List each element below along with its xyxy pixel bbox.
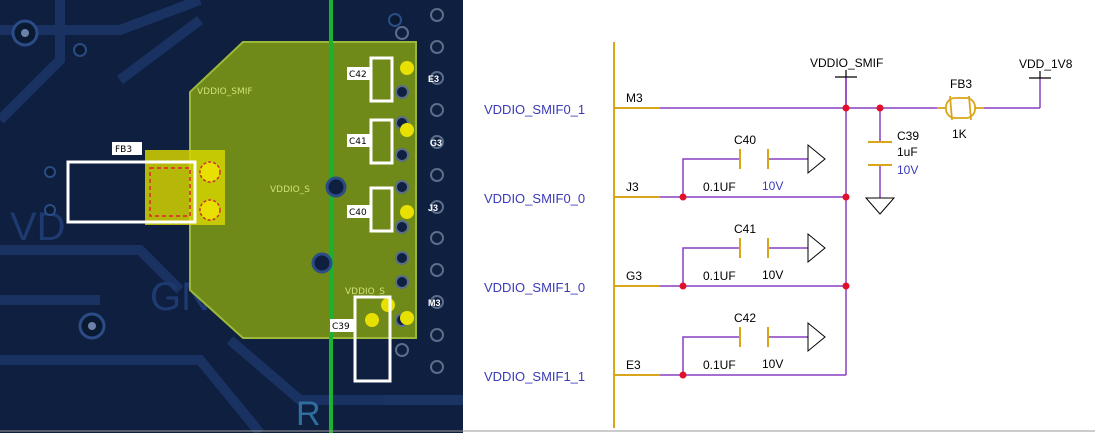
pin-label-g3: G3 <box>626 269 642 283</box>
c39-ref: C39 <box>897 129 919 143</box>
pcb-net-label-2: VDDIO_S <box>270 185 310 195</box>
pcb-ref-c41: C41 <box>349 137 367 147</box>
net-label-smif0-1: VDDIO_SMIF0_1 <box>484 102 585 117</box>
c39-highlight-box <box>353 295 392 383</box>
c40-voltage: 10V <box>762 179 783 193</box>
ferrite-bead-fb3 <box>937 95 984 121</box>
ground-symbols <box>807 143 896 353</box>
power-tees <box>835 70 1051 79</box>
cap-c41-symbol <box>739 238 769 258</box>
c41-value: 0.1UF <box>703 269 736 283</box>
pcb-pin-j3: J3 <box>428 203 438 213</box>
junctions <box>679 104 884 379</box>
fb3-value: 1K <box>952 127 967 141</box>
pcb-pin-g3: G3 <box>430 138 442 148</box>
pcb-vias <box>11 13 402 340</box>
c40-ref: C40 <box>734 133 756 147</box>
fb3-highlight-box <box>66 160 197 224</box>
pin-label-m3: M3 <box>626 91 643 105</box>
pcb-net-label-1: VDDIO_SMIF <box>197 87 253 97</box>
pin-labels: M3 J3 G3 E3 <box>626 91 643 372</box>
rail-label-vddio-smif: VDDIO_SMIF <box>810 56 883 70</box>
schematic: VDDIO_SMIF0_1 VDDIO_SMIF0_0 VDDIO_SMIF1_… <box>484 42 1073 428</box>
pin-label-j3: J3 <box>626 180 639 194</box>
net-labels: VDDIO_SMIF0_1 VDDIO_SMIF0_0 VDDIO_SMIF1_… <box>484 102 585 384</box>
c39-voltage: 10V <box>897 163 918 177</box>
c41-ref: C41 <box>734 222 756 236</box>
fb3-pad-2 <box>199 199 221 221</box>
cap-c39-symbol <box>868 141 892 166</box>
c42-voltage: 10V <box>762 357 783 371</box>
svg-text:VD: VD <box>10 205 66 249</box>
pcb-ref-tags: FB3 C42 C41 C40 C39 <box>112 67 371 332</box>
pcb-ref-c39: C39 <box>332 322 350 332</box>
pcb-pin-m3: M3 <box>428 298 441 308</box>
cap-c42-symbol <box>739 327 769 347</box>
pcb-ref-c40: C40 <box>349 208 367 218</box>
fb3-body <box>149 167 191 217</box>
pin-label-e3: E3 <box>626 358 641 372</box>
green-trace <box>329 0 333 433</box>
rail-label-vdd-1v8: VDD_1V8 <box>1019 57 1073 71</box>
c41-voltage: 10V <box>762 268 783 282</box>
cap-c40-symbol <box>739 149 769 169</box>
pcb-pin-e3: E3 <box>428 74 439 84</box>
fb3-ref: FB3 <box>950 77 972 91</box>
pcb-layout: VD GND <box>0 0 463 433</box>
fb3-pad-1 <box>199 161 221 183</box>
c42-value: 0.1UF <box>703 358 736 372</box>
net-wires <box>660 77 1041 376</box>
pcb-ref-c42: C42 <box>349 70 367 80</box>
c40-value: 0.1UF <box>703 180 736 194</box>
pcb-ref-fb3: FB3 <box>115 145 132 155</box>
pcb-net-label-3: VDDIO_S <box>345 287 385 297</box>
net-label-smif0-0: VDDIO_SMIF0_0 <box>484 191 585 206</box>
pour-via-2 <box>311 252 333 274</box>
c39-value: 1uF <box>897 145 918 159</box>
pin-stubs <box>614 107 660 376</box>
pcb-pin-labels: E3 G3 J3 M3 <box>428 74 442 308</box>
net-label-smif1-1: VDDIO_SMIF1_1 <box>484 369 585 384</box>
pour-via-1 <box>325 176 347 198</box>
pcb-watermark: R <box>296 395 321 433</box>
copper-pour <box>189 41 417 339</box>
net-label-smif1-0: VDDIO_SMIF1_0 <box>484 280 585 295</box>
c42-ref: C42 <box>734 311 756 325</box>
